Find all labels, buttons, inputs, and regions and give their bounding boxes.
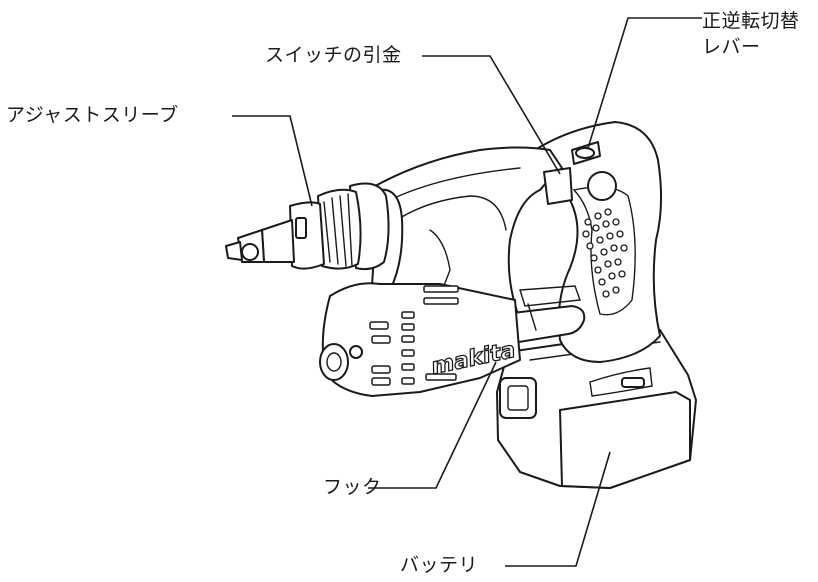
adjust-sleeve <box>225 182 390 271</box>
label-reverse-switch-line1: 正逆転切替 <box>702 10 800 32</box>
grip-dots <box>582 208 628 298</box>
label-switch-trigger: スイッチの引金 <box>265 44 402 66</box>
battery-release-button <box>499 377 537 419</box>
switch-trigger <box>543 167 573 205</box>
label-adjust-sleeve: アジャストスリーブ <box>6 104 179 126</box>
vent-slots <box>369 285 459 386</box>
leader-lines <box>232 17 702 567</box>
battery-pack <box>496 329 697 489</box>
label-hook: フック <box>323 476 382 498</box>
motor-housing <box>319 282 521 397</box>
label-battery: バッテリ <box>400 554 479 576</box>
reverse-switch-lever <box>571 141 601 165</box>
label-reverse-switch-lever: 正逆転切替 レバー <box>702 8 800 60</box>
label-reverse-switch-line2: レバー <box>702 36 761 58</box>
